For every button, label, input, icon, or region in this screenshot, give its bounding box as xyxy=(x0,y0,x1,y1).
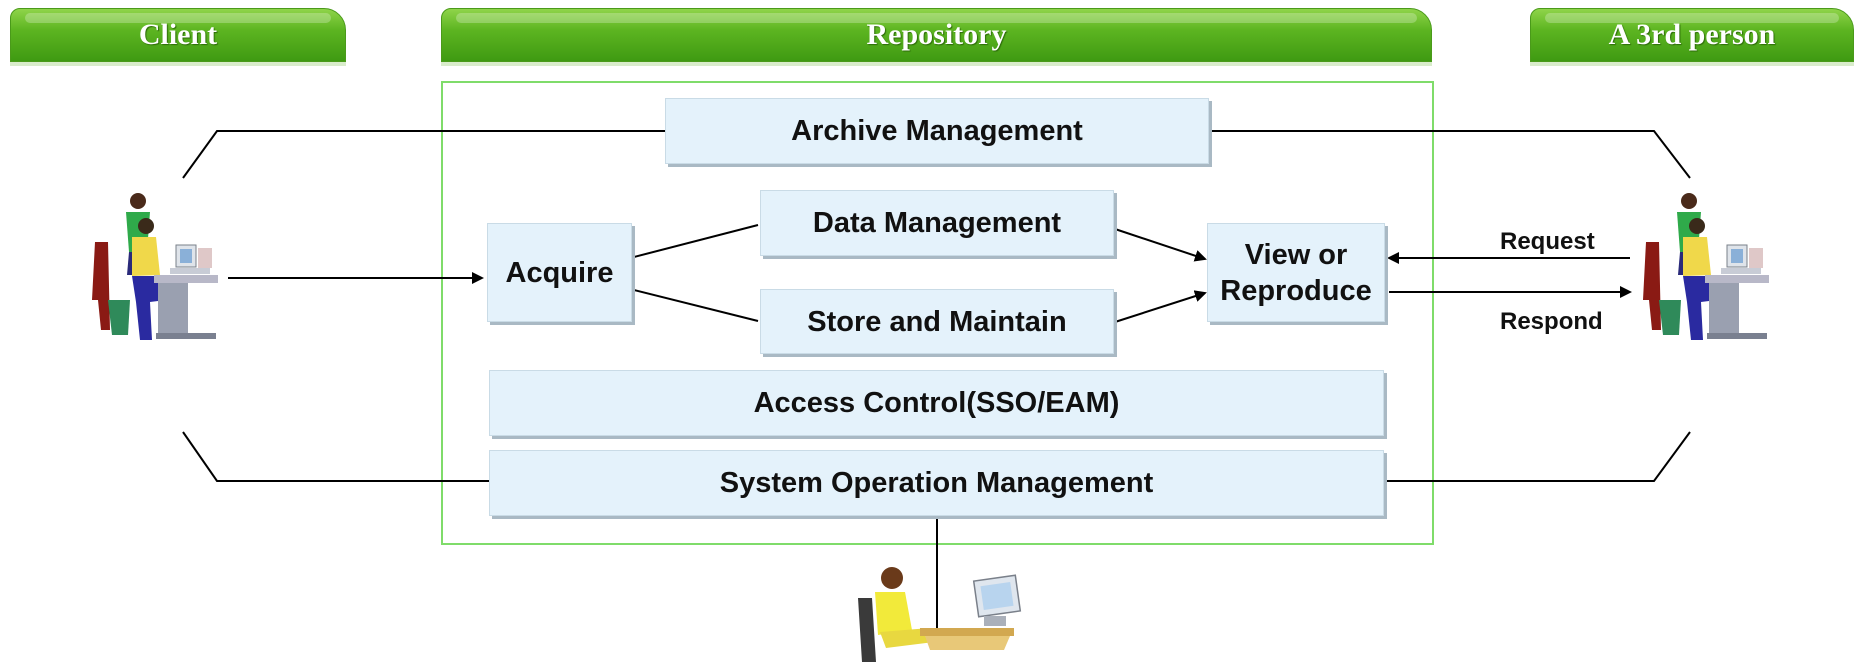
access-control-box: Access Control(SSO/EAM) xyxy=(489,370,1384,436)
store-and-maintain-label: Store and Maintain xyxy=(807,305,1067,338)
acquire-to-store-connector xyxy=(633,289,759,322)
client-sysop-connector xyxy=(182,431,489,482)
acquire-to-data-connector xyxy=(633,224,759,258)
data-to-view-arrow xyxy=(1114,228,1207,262)
data-management-label: Data Management xyxy=(812,207,1062,239)
access-control-label: Access Control(SSO/EAM) xyxy=(753,387,1120,419)
store-and-maintain-box: Store and Maintain xyxy=(760,289,1114,354)
repository-header: Repository xyxy=(441,8,1432,62)
client-header-label: Client xyxy=(138,18,218,51)
request-label: Request xyxy=(1500,228,1595,255)
client-archive-connector xyxy=(182,130,665,179)
client-header: Client xyxy=(10,8,346,62)
acquire-label: Acquire xyxy=(505,256,614,289)
operator-computer-icon xyxy=(858,567,1022,662)
view-or-reproduce-label-line1: View or xyxy=(1244,238,1348,271)
respond-label: Respond xyxy=(1500,308,1603,335)
archive-management-box: Archive Management xyxy=(665,98,1209,164)
view-or-reproduce-box: View or Reproduce xyxy=(1207,223,1385,322)
client-computer-users-icon xyxy=(92,193,218,340)
view-or-reproduce-label-line2: Reproduce xyxy=(1220,274,1372,307)
third-person-header: A 3rd person xyxy=(1530,8,1854,62)
repository-header-label: Repository xyxy=(866,18,1007,51)
third-person-archive-connector xyxy=(1211,130,1691,179)
system-operation-management-label: System Operation Management xyxy=(719,467,1154,499)
third-person-sysop-connector xyxy=(1386,431,1691,482)
store-to-view-arrow xyxy=(1114,290,1207,323)
system-operation-management-box: System Operation Management xyxy=(489,450,1384,516)
acquire-box: Acquire xyxy=(487,223,632,322)
third-person-computer-users-icon xyxy=(1643,193,1769,340)
data-management-box: Data Management xyxy=(760,190,1114,256)
third-person-header-label: A 3rd person xyxy=(1608,18,1776,51)
archive-management-label: Archive Management xyxy=(791,115,1083,147)
